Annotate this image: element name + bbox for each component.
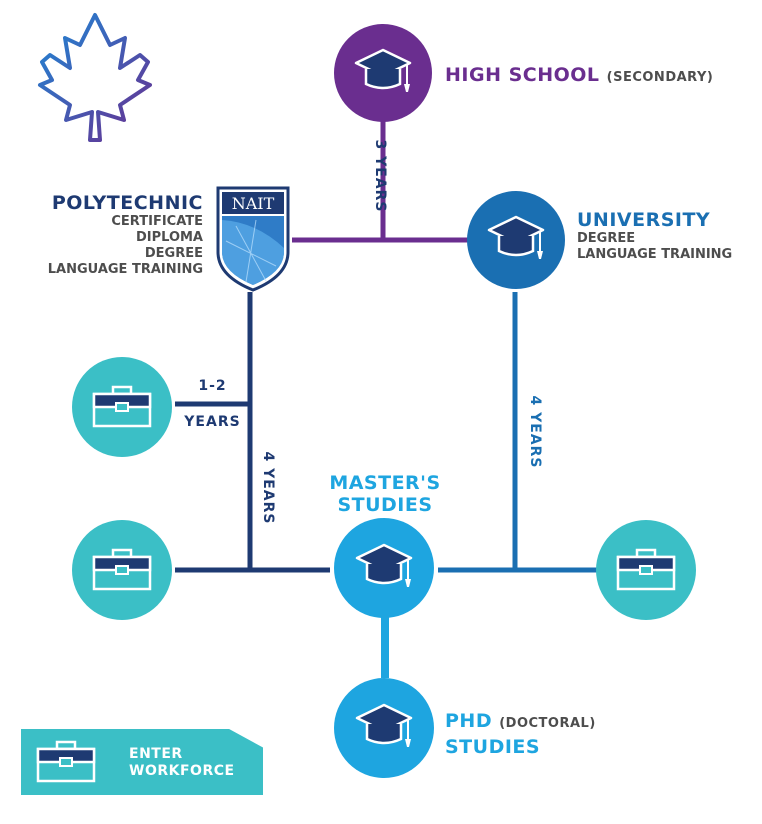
briefcase-icon (92, 548, 152, 591)
phd-circle (334, 678, 434, 778)
university-circle (467, 191, 565, 289)
legend-line1: ENTER (129, 746, 183, 762)
masters-title-line1: MASTER'S (329, 472, 441, 494)
phd-qualifier: (DOCTORAL) (499, 716, 596, 731)
polytechnic-title: POLYTECHNIC (51, 192, 203, 214)
duration-poly-workforce-line1: 1-2 (198, 378, 227, 394)
phd-label: PHD (DOCTORAL) STUDIES (445, 710, 596, 759)
graduation-cap-icon (355, 703, 413, 747)
briefcase-icon (36, 740, 96, 783)
legend-enter-workforce: ENTER WORKFORCE (21, 729, 263, 795)
graduation-cap-icon (355, 543, 413, 587)
polytechnic-credential: DIPLOMA (135, 230, 203, 245)
phd-title-line2: STUDIES (445, 736, 541, 758)
university-label: UNIVERSITY DEGREE LANGUAGE TRAINING (577, 209, 732, 263)
polytechnic-credential: DEGREE (144, 246, 203, 261)
duration-poly-masters: 4 YEARS (260, 451, 276, 525)
graduation-cap-icon (487, 215, 545, 259)
maple-leaf-icon (38, 13, 152, 142)
phd-title: PHD (445, 710, 493, 732)
briefcase-icon (92, 385, 152, 428)
polytechnic-credential: LANGUAGE TRAINING (47, 262, 203, 277)
university-credential: LANGUAGE TRAINING (577, 247, 733, 262)
masters-circle (334, 518, 434, 618)
university-credential: DEGREE (577, 231, 636, 246)
duration-highschool: 3 YEARS (372, 139, 388, 213)
polytechnic-label: POLYTECHNIC CERTIFICATE DIPLOMA DEGREE L… (0, 192, 203, 278)
briefcase-icon (616, 548, 676, 591)
university-title: UNIVERSITY (577, 209, 711, 231)
highschool-label: HIGH SCHOOL (SECONDARY) (445, 64, 714, 86)
duration-poly-workforce-line2: YEARS (184, 414, 241, 430)
workforce-circle-university (596, 520, 696, 620)
highschool-circle (334, 24, 432, 122)
masters-label: MASTER'S STUDIES (320, 472, 450, 516)
legend-line2: WORKFORCE (129, 763, 235, 779)
graduation-cap-icon (354, 48, 412, 92)
duration-university-masters: 4 YEARS (527, 395, 543, 469)
polytechnic-credential: CERTIFICATE (111, 214, 203, 229)
nait-logo: NAIT (216, 186, 290, 292)
legend-text: ENTER WORKFORCE (129, 746, 235, 780)
workforce-circle-poly-degree (72, 520, 172, 620)
nait-logo-text: NAIT (231, 194, 275, 213)
workforce-circle-poly (72, 357, 172, 457)
masters-title-line2: STUDIES (337, 494, 433, 516)
